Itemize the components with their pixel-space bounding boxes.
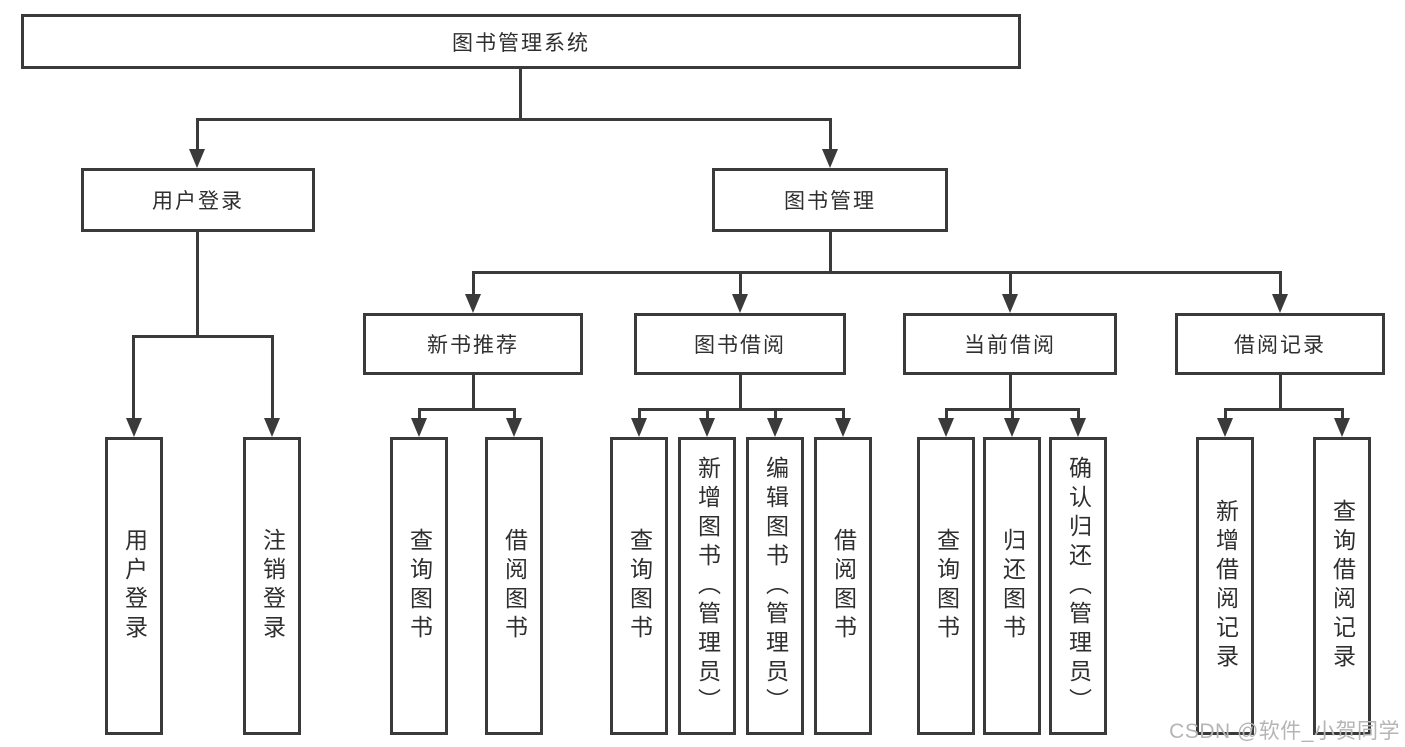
node-borrow-records: 借阅记录 <box>1175 313 1385 375</box>
leaf-label: 新增借阅记录 <box>1212 499 1239 673</box>
node-new-book-recommend: 新书推荐 <box>363 313 583 375</box>
connector-drop <box>739 271 742 295</box>
arrow-down-icon <box>126 418 142 437</box>
leaf-label: 借阅图书 <box>830 528 857 644</box>
connector-user-login-bar <box>132 335 274 338</box>
arrow-down-icon <box>1070 418 1086 437</box>
connector-bar <box>418 408 516 411</box>
leaf-borrow-books-recommend: 借阅图书 <box>485 437 543 735</box>
connector-level3-bar <box>472 271 1282 274</box>
connector-stem <box>472 375 475 411</box>
node-book-borrow: 图书借阅 <box>634 313 846 375</box>
arrow-down-icon <box>189 149 205 168</box>
connector-stem <box>739 375 742 411</box>
arrow-down-icon <box>631 418 647 437</box>
connector-drop <box>1009 271 1012 295</box>
leaf-borrow-books: 借阅图书 <box>814 437 872 735</box>
leaf-label: 查询图书 <box>626 528 653 644</box>
arrow-down-icon <box>465 294 481 313</box>
watermark: CSDN @软件_小贺同学 <box>1169 720 1400 743</box>
arrow-down-icon <box>699 418 715 437</box>
connector-drop <box>774 408 777 420</box>
node-user-login-label: 用户登录 <box>152 190 244 213</box>
connector-bar <box>638 408 845 411</box>
connector-drop <box>1279 271 1282 295</box>
connector-stem <box>1009 375 1012 411</box>
arrow-down-icon <box>264 418 280 437</box>
connector-drop <box>842 408 845 420</box>
connector-book-mgmt-stem <box>829 232 832 274</box>
connector-drop <box>1224 408 1227 420</box>
leaf-query-borrow-record: 查询借阅记录 <box>1313 437 1371 735</box>
connector-drop <box>418 408 421 420</box>
node-book-borrow-label: 图书借阅 <box>694 334 786 357</box>
node-new-book-recommend-label: 新书推荐 <box>427 334 519 357</box>
node-root-label: 图书管理系统 <box>452 31 590 55</box>
leaf-query-books-borrow: 查询图书 <box>610 437 668 735</box>
node-borrow-records-label: 借阅记录 <box>1234 334 1326 357</box>
connector-user-login-stem <box>196 232 199 338</box>
leaf-user-login: 用户登录 <box>105 437 163 735</box>
node-current-borrow: 当前借阅 <box>903 313 1117 375</box>
leaf-label: 查询借阅记录 <box>1329 499 1356 673</box>
arrow-down-icon <box>411 418 427 437</box>
leaf-query-books-current: 查询图书 <box>917 437 975 735</box>
connector-drop <box>1077 408 1080 420</box>
leaf-label: 注销登录 <box>259 528 286 644</box>
leaf-label: 查询图书 <box>933 528 960 644</box>
connector-drop <box>472 271 475 295</box>
leaf-logout: 注销登录 <box>243 437 301 735</box>
leaf-label: 用户登录 <box>121 528 148 644</box>
leaf-label: 确认归还（管理员） <box>1065 455 1092 717</box>
connector-drop-book-mgmt <box>829 118 832 151</box>
connector-bar <box>1224 408 1344 411</box>
leaf-add-borrow-record: 新增借阅记录 <box>1196 437 1254 735</box>
arrow-down-icon <box>732 294 748 313</box>
leaf-query-books-recommend: 查询图书 <box>390 437 448 735</box>
leaf-label: 归还图书 <box>999 528 1026 644</box>
arrow-down-icon <box>1272 294 1288 313</box>
node-current-borrow-label: 当前借阅 <box>964 334 1056 357</box>
leaf-label: 编辑图书（管理员） <box>762 455 789 717</box>
connector-drop <box>1011 408 1014 420</box>
arrow-down-icon <box>1217 418 1233 437</box>
connector-root-stem <box>519 68 522 120</box>
node-user-login: 用户登录 <box>81 168 315 232</box>
connector-level2-bar <box>196 118 832 121</box>
arrow-down-icon <box>938 418 954 437</box>
leaf-label: 查询图书 <box>406 528 433 644</box>
arrow-down-icon <box>822 149 838 168</box>
connector-drop-user-login <box>196 118 199 151</box>
leaf-add-books-admin: 新增图书（管理员） <box>678 437 736 735</box>
connector-drop <box>1341 408 1344 420</box>
connector-drop <box>271 335 274 418</box>
arrow-down-icon <box>835 418 851 437</box>
connector-drop <box>132 335 135 418</box>
connector-drop <box>513 408 516 420</box>
arrow-down-icon <box>1004 418 1020 437</box>
connector-drop <box>706 408 709 420</box>
arrow-down-icon <box>1002 294 1018 313</box>
node-book-mgmt-label: 图书管理 <box>784 190 876 213</box>
arrow-down-icon <box>1334 418 1350 437</box>
connector-stem <box>1279 375 1282 411</box>
node-book-mgmt: 图书管理 <box>712 168 948 232</box>
connector-drop <box>638 408 641 420</box>
leaf-label: 借阅图书 <box>501 528 528 644</box>
node-root: 图书管理系统 <box>21 14 1021 69</box>
leaf-label: 新增图书（管理员） <box>694 455 721 717</box>
connector-drop <box>945 408 948 420</box>
arrow-down-icon <box>506 418 522 437</box>
leaf-confirm-return-admin: 确认归还（管理员） <box>1049 437 1107 735</box>
leaf-return-books: 归还图书 <box>983 437 1041 735</box>
arrow-down-icon <box>767 418 783 437</box>
leaf-edit-books-admin: 编辑图书（管理员） <box>746 437 804 735</box>
